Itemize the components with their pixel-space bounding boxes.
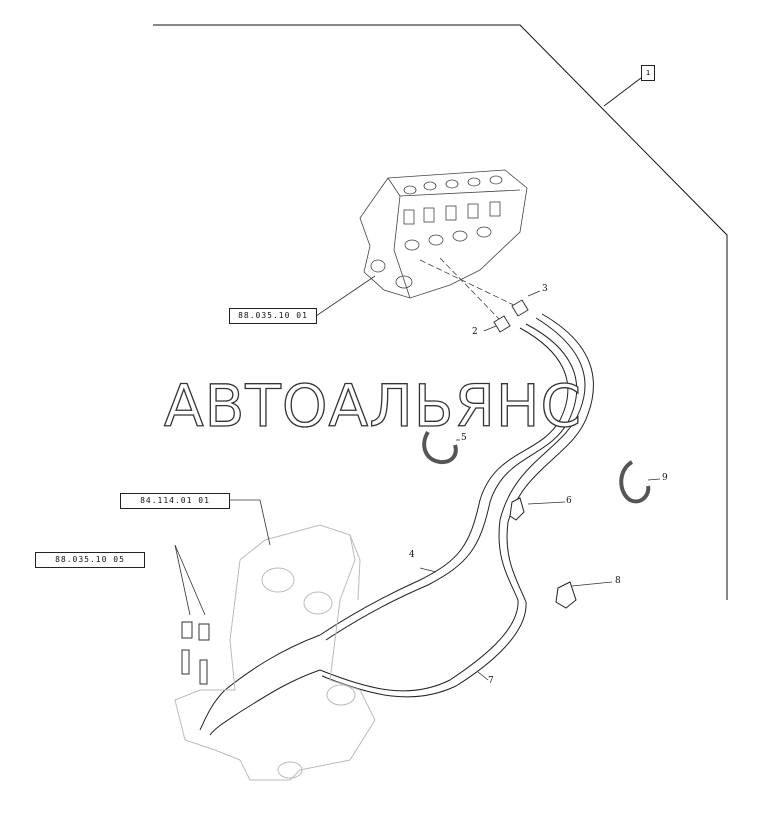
frame-tag: 1 bbox=[641, 65, 655, 81]
callout-7: 7 bbox=[488, 676, 494, 686]
control-valve-block bbox=[359, 169, 528, 321]
frame-tag-leader bbox=[603, 77, 642, 107]
callout-2: 2 bbox=[472, 327, 478, 337]
callout-8: 8 bbox=[615, 576, 621, 586]
ref-control-valve[interactable]: 88.035.10 01 bbox=[229, 308, 317, 324]
leader-lines bbox=[174, 275, 661, 681]
hose-clamps bbox=[422, 430, 651, 609]
callout-6: 6 bbox=[566, 496, 572, 506]
ref-boom-bracket[interactable]: 84.114.01 01 bbox=[120, 493, 230, 509]
hoses bbox=[199, 313, 594, 736]
bracket-fittings bbox=[181, 621, 210, 685]
callout-9: 9 bbox=[662, 473, 668, 483]
watermark: АВТОАЛЬЯНС bbox=[163, 371, 583, 440]
callout-4: 4 bbox=[409, 550, 415, 560]
adapter-fittings bbox=[493, 299, 529, 333]
ref-fittings[interactable]: 88.035.10 05 bbox=[35, 552, 145, 568]
callout-3: 3 bbox=[542, 284, 548, 294]
frame-line bbox=[153, 24, 728, 600]
boom-bracket bbox=[174, 524, 376, 781]
callout-5: 5 bbox=[461, 433, 467, 443]
